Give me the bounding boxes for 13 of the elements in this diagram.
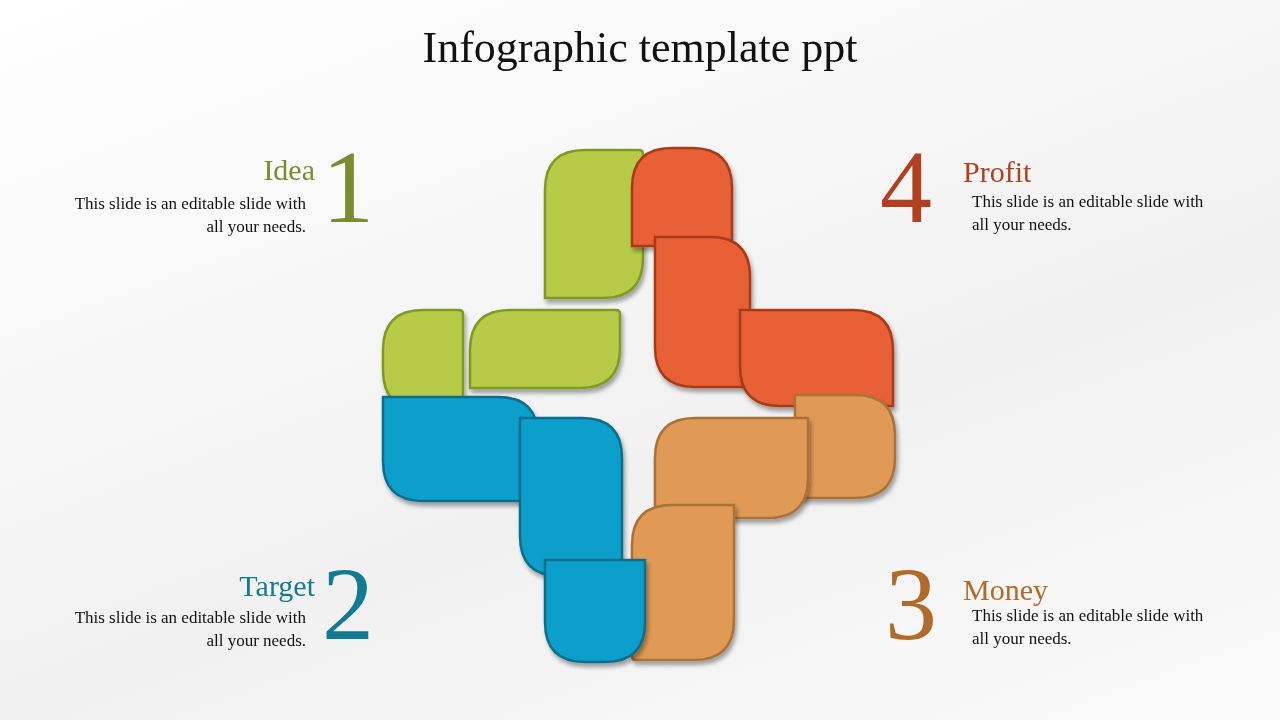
heading: Idea xyxy=(262,152,315,188)
step-number: 1 xyxy=(322,135,375,239)
description: This slide is an editable slide with all your needs. xyxy=(972,191,1205,236)
slide-title: Infographic template ppt xyxy=(421,22,859,73)
description: This slide is an editable slide with all your needs. xyxy=(73,607,306,652)
description: This slide is an editable slide with all your needs. xyxy=(73,193,306,238)
step-number: 2 xyxy=(322,552,375,656)
description: This slide is an editable slide with all your needs. xyxy=(972,606,1205,650)
heading: Target xyxy=(238,568,315,604)
step-number: 4 xyxy=(880,135,933,239)
heading: Profit xyxy=(963,154,1033,190)
step-number: 3 xyxy=(885,552,938,656)
heading: Money xyxy=(963,572,1049,608)
